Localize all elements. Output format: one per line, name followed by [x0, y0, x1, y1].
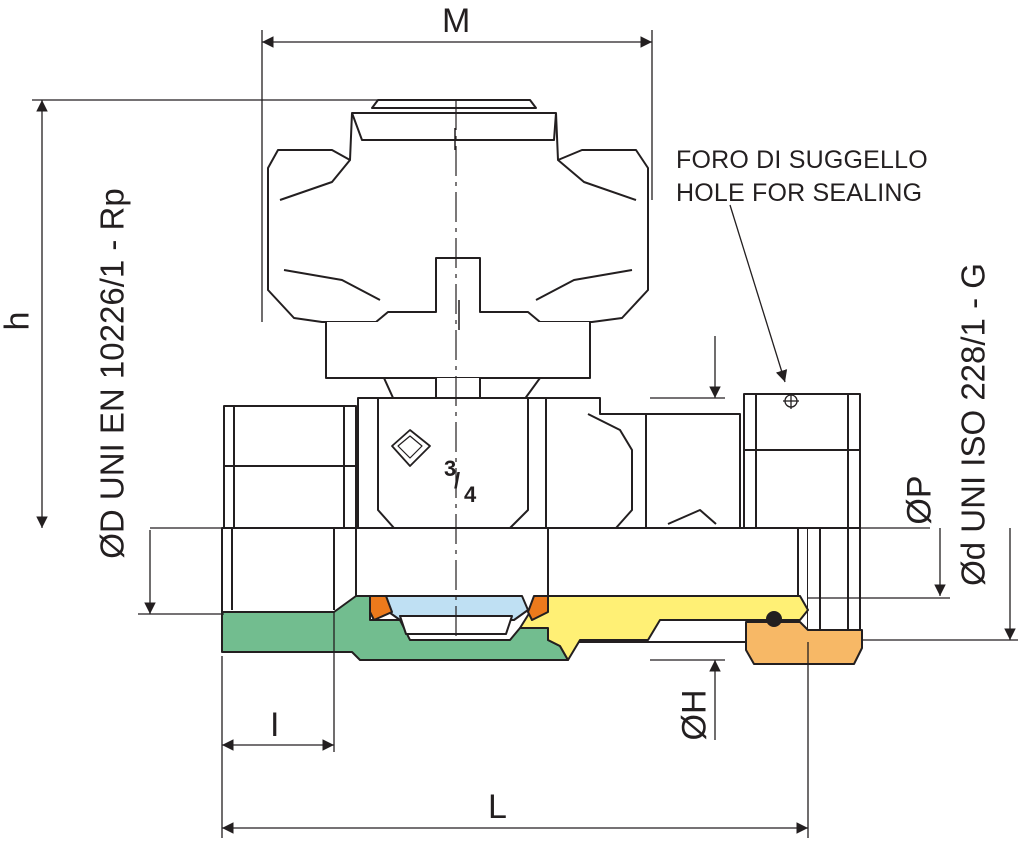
thread-label-left: ØD UNI EN 10226/1 - Rp [93, 188, 131, 559]
thread-label-right: Ød UNI ISO 228/1 - G [954, 263, 992, 586]
size-marking-slash: / [454, 468, 461, 493]
centerlines [150, 100, 930, 640]
dimension-label-I: I [270, 706, 280, 744]
dimension-label-L: L [488, 788, 507, 826]
size-marking-numerator: 3 [444, 456, 457, 481]
butterfly-handle [267, 99, 649, 379]
sealing-hole-symbol [783, 393, 799, 409]
dimension-label-h: h [0, 311, 37, 331]
valve-body [223, 377, 861, 529]
section-view [221, 527, 863, 665]
dimension-label-H: ØH [675, 689, 714, 741]
sealing-note: FORO DI SUGGELLO HOLE FOR SEALING [676, 144, 928, 210]
dimension-label-M: M [442, 2, 471, 40]
dimension-lines [32, 30, 1018, 838]
size-marking-denominator: 4 [464, 482, 477, 507]
sealing-note-line2: HOLE FOR SEALING [676, 179, 923, 207]
dimension-label-P: ØP [900, 475, 939, 525]
sealing-note-line1: FORO DI SUGGELLO [676, 146, 928, 174]
